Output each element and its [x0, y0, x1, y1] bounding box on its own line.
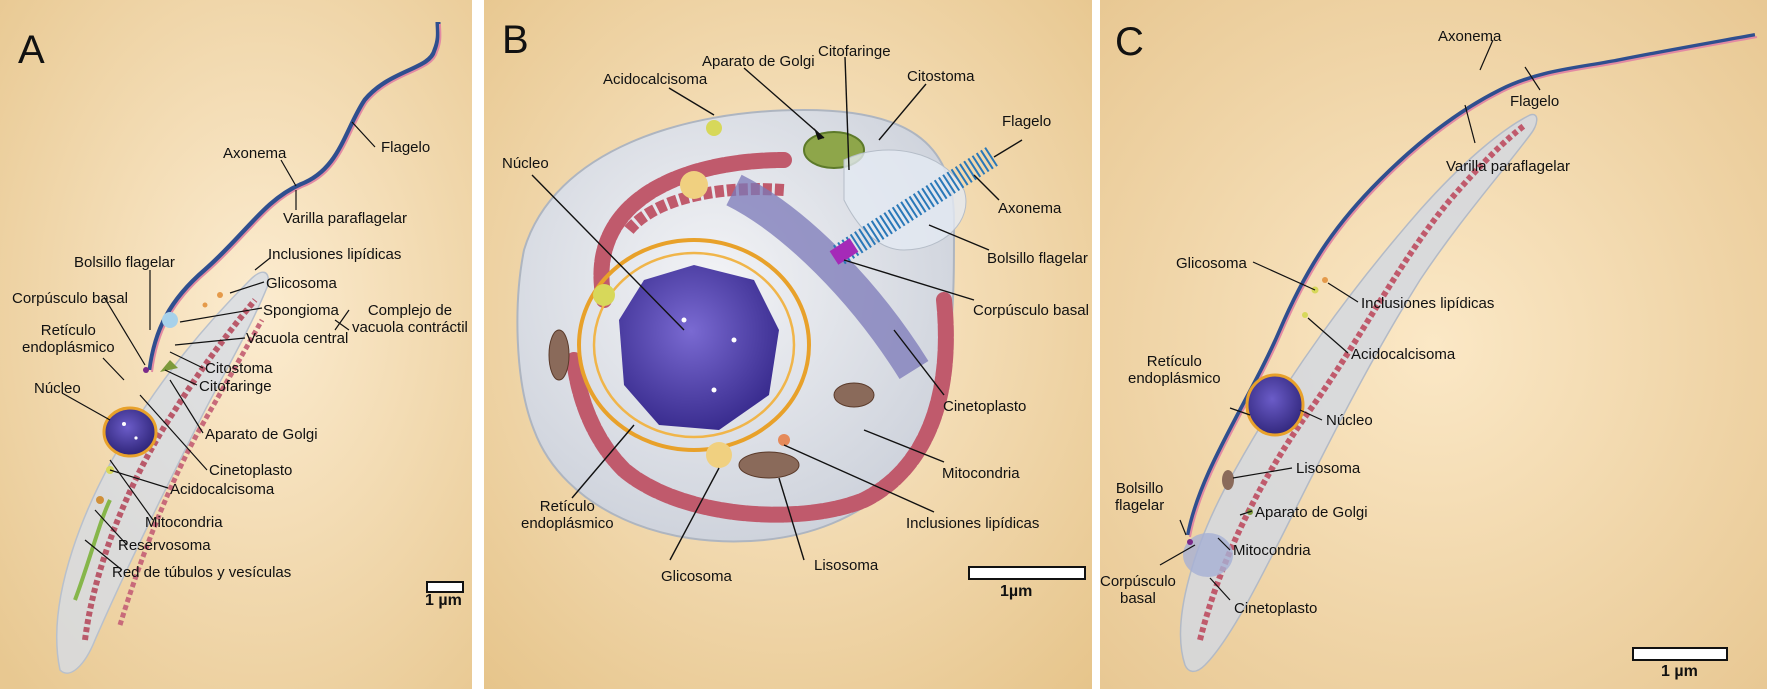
label-aparato-golgi: Aparato de Golgi: [205, 426, 318, 443]
nucleolus-dot: [712, 388, 717, 393]
label-reservosoma: Reservosoma: [118, 537, 211, 554]
label-glicosoma: Glicosoma: [661, 568, 732, 585]
nucleolus-dot: [682, 318, 687, 323]
label-citofaringe: Citofaringe: [199, 378, 272, 395]
label-mitocondria: Mitocondria: [1233, 542, 1311, 559]
label-glicosoma: Glicosoma: [266, 275, 337, 292]
lipid-a: [203, 303, 208, 308]
label-bolsillo-flagelar: Bolsillo flagelar: [1115, 480, 1164, 514]
label-acidocalcisoma: Acidocalcisoma: [1351, 346, 1455, 363]
scale-label-a: 1 µm: [425, 592, 462, 610]
label-reticulo-endoplasmico: Retículo endoplásmico: [22, 322, 115, 356]
label-mitocondria: Mitocondria: [942, 465, 1020, 482]
label-cinetoplasto: Cinetoplasto: [209, 462, 292, 479]
lipid-b-3: [778, 434, 790, 446]
nucleolus-dot: [134, 436, 137, 439]
label-complejo-vacuola: Complejo de vacuola contráctil: [352, 302, 468, 336]
panel-a-letter: A: [18, 28, 45, 72]
label-mitocondria: Mitocondria: [145, 514, 223, 531]
contractile-vacuole-a: [162, 312, 178, 328]
lipid-b: [680, 171, 708, 199]
basal-body-a: [143, 367, 149, 373]
basal-body-c: [1187, 539, 1193, 545]
label-flagelo: Flagelo: [1002, 113, 1051, 130]
label-corpusculo-basal: Corpúsculo basal: [12, 290, 128, 307]
panel-b: B Aparato de Golgi Citofaringe Citostoma…: [484, 0, 1092, 689]
label-red-tubulos: Red de túbulos y vesículas: [112, 564, 291, 581]
label-cinetoplasto: Cinetoplasto: [943, 398, 1026, 415]
label-citostoma: Citostoma: [205, 360, 273, 377]
lysosome-b-2: [549, 330, 569, 380]
scale-label-c: 1 µm: [1661, 663, 1698, 681]
label-corpusculo-basal: Corpúsculo basal: [1100, 573, 1176, 607]
label-aparato-golgi: Aparato de Golgi: [702, 53, 815, 70]
label-inclusiones-lipidicas: Inclusiones lipídicas: [1361, 295, 1494, 312]
label-bolsillo-flagelar: Bolsillo flagelar: [987, 250, 1088, 267]
panel-c-illustration: [1100, 0, 1767, 689]
label-flagelo: Flagelo: [381, 139, 430, 156]
label-spongioma: Spongioma: [263, 302, 339, 319]
label-citofaringe: Citofaringe: [818, 43, 891, 60]
glycosome-b: [593, 284, 615, 306]
lysosome-b-3: [834, 383, 874, 407]
acidocalcisome-c: [1302, 312, 1308, 318]
label-corpusculo-basal: Corpúsculo basal: [973, 302, 1089, 319]
label-glicosoma: Glicosoma: [1176, 255, 1247, 272]
lysosome-c: [1222, 470, 1234, 490]
scale-bar-b: [968, 566, 1086, 580]
reservosome-a: [96, 496, 104, 504]
nucleus-c: [1247, 375, 1303, 435]
label-bolsillo-flagelar: Bolsillo flagelar: [74, 254, 175, 271]
label-varilla-paraflagelar: Varilla paraflagelar: [1446, 158, 1570, 175]
label-aparato-golgi: Aparato de Golgi: [1255, 504, 1368, 521]
label-reticulo-endoplasmico: Retículo endoplásmico: [1128, 353, 1221, 387]
panel-b-letter: B: [502, 18, 529, 62]
label-varilla-paraflagelar: Varilla paraflagelar: [283, 210, 407, 227]
lipid-a: [217, 292, 223, 298]
label-nucleo: Núcleo: [34, 380, 81, 397]
label-acidocalcisoma: Acidocalcisoma: [603, 71, 707, 88]
nucleolus-dot: [122, 422, 126, 426]
label-lisosoma: Lisosoma: [814, 557, 878, 574]
lipid-b-2: [706, 442, 732, 468]
label-nucleo: Núcleo: [502, 155, 549, 172]
panel-a: A Flagelo Axonema Varilla paraflagelar I…: [0, 0, 472, 689]
lipid-c: [1322, 277, 1328, 283]
label-citostoma: Citostoma: [907, 68, 975, 85]
label-cinetoplasto: Cinetoplasto: [1234, 600, 1317, 617]
label-axonema: Axonema: [223, 145, 286, 162]
scale-bar-c: [1632, 647, 1728, 661]
label-nucleo: Núcleo: [1326, 412, 1373, 429]
label-flagelo: Flagelo: [1510, 93, 1559, 110]
basal-body-b: [834, 245, 854, 258]
nucleolus-dot: [732, 338, 737, 343]
scale-label-b: 1µm: [1000, 583, 1032, 601]
label-acidocalcisoma: Acidocalcisoma: [170, 481, 274, 498]
label-vacuola-central: Vacuola central: [246, 330, 348, 347]
label-inclusiones-lipidicas: Inclusiones lipídicas: [268, 246, 401, 263]
label-lisosoma: Lisosoma: [1296, 460, 1360, 477]
panel-c-letter: C: [1115, 20, 1144, 64]
nucleus-a: [104, 408, 156, 456]
lysosome-b: [739, 452, 799, 478]
panel-c: C Axonema Flagelo Varilla paraflagelar G…: [1100, 0, 1767, 689]
label-inclusiones-lipidicas: Inclusiones lipídicas: [906, 515, 1039, 532]
label-axonema: Axonema: [1438, 28, 1501, 45]
acidocalcisome-b: [706, 120, 722, 136]
label-reticulo-endoplasmico: Retículo endoplásmico: [521, 498, 614, 532]
label-axonema: Axonema: [998, 200, 1061, 217]
